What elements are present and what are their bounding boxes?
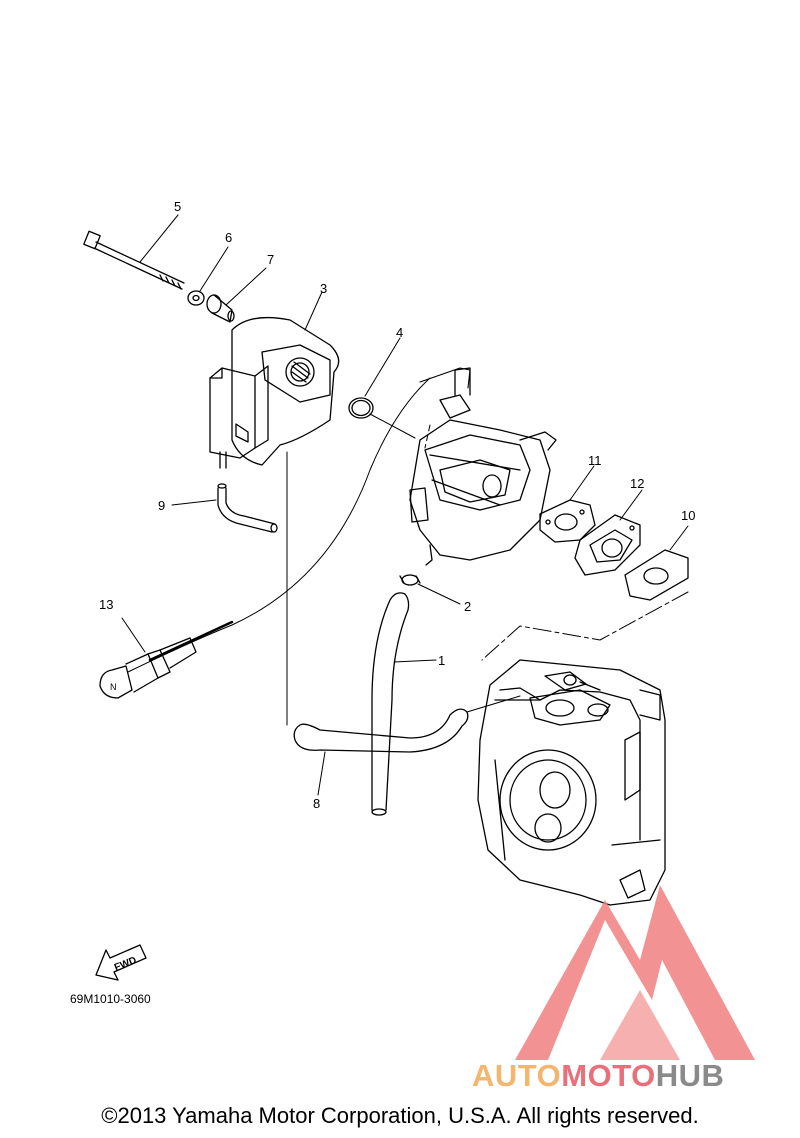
carburetor-assembly xyxy=(409,367,557,566)
callout-4: 4 xyxy=(396,325,404,340)
cylinder-block xyxy=(477,659,666,906)
callout-1: 1 xyxy=(438,653,446,668)
o-ring-part-4 xyxy=(348,397,374,419)
bolt-part-5 xyxy=(83,230,185,290)
copyright-notice: ©2013 Yamaha Motor Corporation, U.S.A. A… xyxy=(101,1103,699,1128)
hose-clip-part-2 xyxy=(399,574,421,586)
callout-8: 8 xyxy=(313,796,321,811)
washer-part-6 xyxy=(187,290,205,306)
fuel-hose-part-1 xyxy=(371,592,410,816)
drain-hose-part-8 xyxy=(293,708,469,753)
gasket-part-10 xyxy=(624,549,689,601)
watermark-moto: MOTO xyxy=(561,1058,656,1093)
hose-part-9 xyxy=(217,483,278,533)
callout-11: 11 xyxy=(588,453,602,468)
fwd-label: FWD xyxy=(113,955,138,974)
watermark-brand: AUTOMOTOHUB xyxy=(472,1058,724,1094)
callout-2: 2 xyxy=(464,599,472,614)
choke-knob-part-13: N xyxy=(99,637,197,699)
callout-3: 3 xyxy=(320,281,328,296)
callout-10: 10 xyxy=(681,508,696,523)
callout-5: 5 xyxy=(174,199,182,214)
collar-part-7 xyxy=(206,294,235,323)
watermark-hub: HUB xyxy=(655,1058,725,1093)
callout-12: 12 xyxy=(630,476,645,491)
gasket-part-11 xyxy=(539,499,596,543)
insulator-part-12 xyxy=(574,514,641,576)
automotohub-logo-icon xyxy=(515,885,755,1060)
watermark-auto: AUTO xyxy=(472,1058,562,1093)
callout-6: 6 xyxy=(225,230,233,245)
diagram-part-code: 69M1010-3060 xyxy=(70,992,151,1006)
callout-13: 13 xyxy=(99,597,114,612)
callout-9: 9 xyxy=(158,498,166,513)
intake-silencer-part-3 xyxy=(209,316,340,469)
svg-text:N: N xyxy=(110,682,117,692)
callout-7: 7 xyxy=(267,252,275,267)
fwd-arrow-icon xyxy=(95,944,147,981)
